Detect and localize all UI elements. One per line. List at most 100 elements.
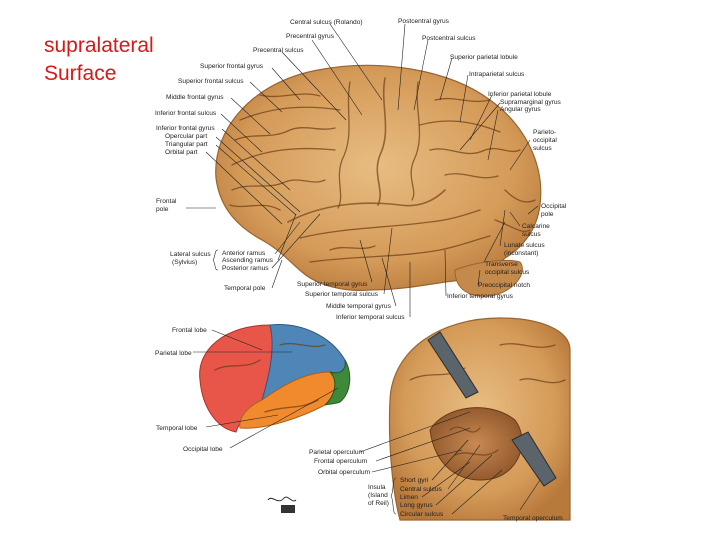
label-angular-gyrus: Angular gyrus xyxy=(500,106,541,113)
artist-signature xyxy=(267,496,297,513)
label-superior-temporal-gyrus: Superior temporal gyrus xyxy=(297,281,368,288)
label-lunate-2: (inconstant) xyxy=(504,250,538,257)
parietal-fold-1 xyxy=(429,147,521,155)
intraparietal-sulcus-line xyxy=(419,120,501,133)
label-temporal-pole: Temporal pole xyxy=(224,285,266,292)
label-inferior-parietal-lobule: Inferior parietal lobule xyxy=(488,91,552,98)
label-occipital-lobe: Occipital lobe xyxy=(183,446,223,453)
central-sulcus-line xyxy=(376,77,387,206)
label-occipital-pole-1: Occipital xyxy=(541,203,567,210)
label-long-gyrus: Long gyrus xyxy=(400,502,433,509)
label-parietal-lobe: Parietal lobe xyxy=(155,350,192,357)
label-frontal-lobe: Frontal lobe xyxy=(172,327,207,334)
label-superior-temporal-sulcus: Superior temporal sulcus xyxy=(305,291,379,298)
lateral-sulcus-line xyxy=(287,189,446,223)
label-supramarginal-gyrus: Supramarginal gyrus xyxy=(500,99,562,106)
label-inferior-temporal-gyrus: Inferior temporal gyrus xyxy=(447,293,514,300)
retractor-right xyxy=(511,431,557,487)
insula-exposed xyxy=(429,407,523,481)
label-insula-2: (Island xyxy=(368,492,388,499)
cerebellum xyxy=(454,259,523,297)
superior-temporal-sulcus-line xyxy=(299,209,481,239)
label-temporal-operculum: Temporal operculum xyxy=(503,515,563,522)
label-calcarine-1: Calcarine xyxy=(522,223,550,230)
label-superior-frontal-sulcus: Superior frontal sulcus xyxy=(178,78,244,85)
label-anterior-ramus: Anterior ramus xyxy=(222,250,266,257)
postcentral-sulcus-line xyxy=(410,81,421,201)
label-limen: Limen xyxy=(400,494,418,501)
label-inferior-frontal-sulcus: Inferior frontal sulcus xyxy=(155,110,217,117)
label-postcentral-gyrus: Postcentral gyrus xyxy=(398,18,450,25)
label-lunate-1: Lunate sulcus xyxy=(504,242,545,249)
label-lateral-sulcus-1: Lateral sulcus xyxy=(170,251,211,258)
label-inferior-frontal-gyrus: Inferior frontal gyrus xyxy=(156,125,215,132)
label-orbital-part: Orbital part xyxy=(165,149,198,156)
label-opercular-part: Opercular part xyxy=(165,133,207,140)
occipital-lobe-region xyxy=(324,359,351,406)
label-middle-frontal-gyrus: Middle frontal gyrus xyxy=(166,94,224,101)
label-frontal-pole-1: Frontal xyxy=(156,198,177,205)
label-parieto-occipital-2: occipital xyxy=(533,137,557,144)
insula-fold-2 xyxy=(454,449,499,456)
label-central-sulcus: Central sulcus (Rolando) xyxy=(290,19,363,26)
insula-brace xyxy=(390,477,397,515)
inferior-temporal-sulcus-line xyxy=(309,235,491,263)
label-superior-frontal-gyrus: Superior frontal gyrus xyxy=(200,63,264,70)
label-inferior-temporal-sulcus: Inferior temporal sulcus xyxy=(336,314,405,321)
label-calcarine-2: sulcus xyxy=(522,231,541,238)
label-central-sulcus-insula: Central sulcus xyxy=(400,486,442,493)
label-postcentral-sulcus: Postcentral sulcus xyxy=(422,35,476,42)
lateral-sulcus-brace xyxy=(212,249,219,271)
lobe-fold-3 xyxy=(264,399,319,413)
label-occipital-pole-2: pole xyxy=(541,211,554,218)
insula-brain xyxy=(388,317,571,521)
precentral-sulcus-line xyxy=(337,81,351,209)
label-transverse-1: Transverse xyxy=(485,261,518,268)
occipital-fold-1 xyxy=(504,189,536,203)
temporal-fold-1 xyxy=(329,245,376,251)
label-intraparietal-sulcus: Intraparietal sulcus xyxy=(469,71,525,78)
label-superior-parietal-lobule: Superior parietal lobule xyxy=(450,54,518,61)
insula-outer-fold-2 xyxy=(499,343,556,348)
label-temporal-lobe: Temporal lobe xyxy=(156,425,198,432)
label-precentral-sulcus: Precentral sulcus xyxy=(253,47,304,54)
frontal-fold-3 xyxy=(229,204,281,211)
leader-lines xyxy=(186,23,541,515)
label-frontal-operculum: Frontal operculum xyxy=(314,458,368,465)
parietal-fold-2 xyxy=(434,97,491,103)
inferior-frontal-sulcus-line xyxy=(231,147,336,166)
label-insula-3: of Reil) xyxy=(368,500,389,507)
label-posterior-ramus: Posterior ramus xyxy=(222,265,269,272)
occipital-fold-2 xyxy=(494,219,531,232)
label-triangular-part: Triangular part xyxy=(165,141,208,148)
label-middle-temporal-gyrus: Middle temporal gyrus xyxy=(326,303,392,310)
frontal-fold-2 xyxy=(231,179,326,191)
label-parieto-occipital-3: sulcus xyxy=(533,145,552,152)
parietal-fold-3 xyxy=(444,173,499,179)
insula-outer-fold-3 xyxy=(519,378,566,384)
label-transverse-2: occipital sulcus xyxy=(485,269,530,276)
slide-title-line-1: supralateral xyxy=(44,34,154,57)
superior-frontal-sulcus-line xyxy=(239,106,341,121)
label-insula-1: Insula xyxy=(368,484,386,491)
label-parietal-operculum: Parietal operculum xyxy=(309,449,364,456)
main-brain xyxy=(215,64,542,297)
label-lateral-sulcus-2: (Sylvius) xyxy=(172,259,197,266)
slide-title-line-2: Surface xyxy=(44,62,117,85)
label-orbital-operculum: Orbital operculum xyxy=(318,469,371,476)
lobe-fold-2 xyxy=(279,342,326,348)
slide-title: supralateral Surface xyxy=(44,32,154,88)
labels: Central sulcus (Rolando) Postcentral gyr… xyxy=(155,18,567,522)
lobes-brain xyxy=(199,324,351,433)
label-frontal-pole-2: pole xyxy=(156,206,169,213)
label-ascending-ramus: Ascending ramus xyxy=(222,257,274,264)
frontal-fold-1 xyxy=(234,127,336,141)
label-precentral-gyrus: Precentral gyrus xyxy=(286,33,335,40)
label-short-gyri: Short gyri xyxy=(400,477,429,484)
label-preoccipital-notch: Preoccipital notch xyxy=(478,282,530,289)
lobe-fold-1 xyxy=(214,359,261,371)
retractor-left xyxy=(427,331,479,399)
label-circular-sulcus: Circular sulcus xyxy=(400,511,444,518)
label-parieto-occipital-1: Parieto- xyxy=(533,129,556,136)
